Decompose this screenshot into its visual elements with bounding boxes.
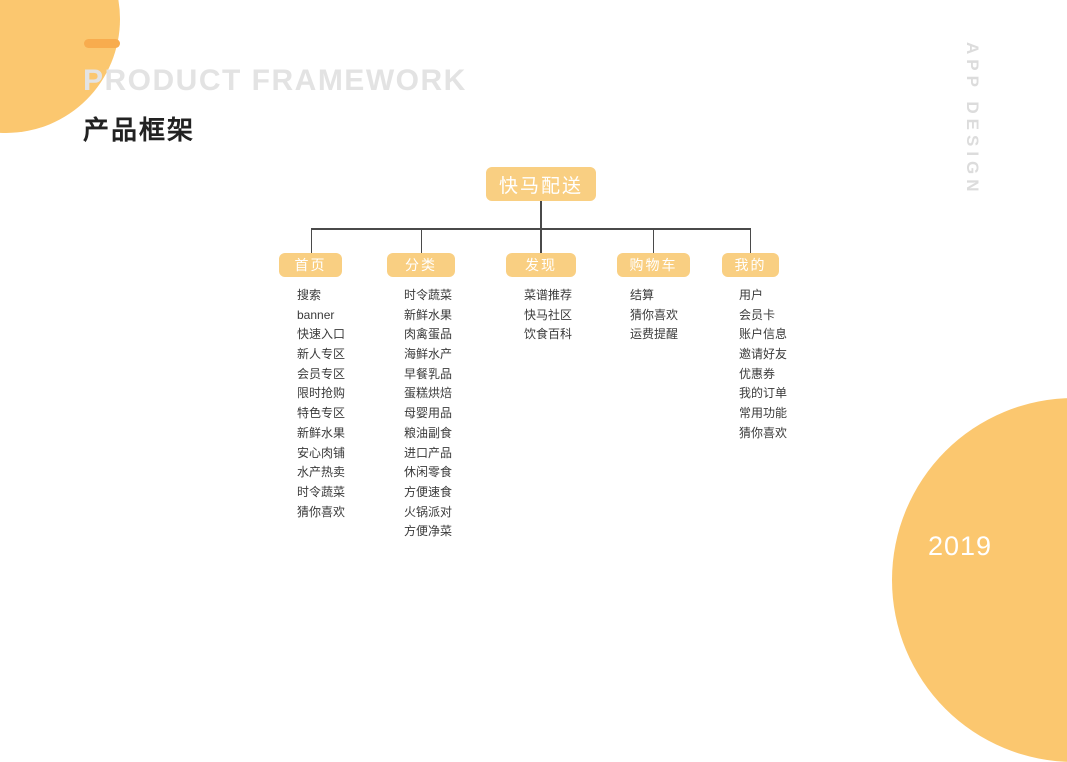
branch-node-home: 首页: [279, 253, 342, 277]
list-item: 安心肉铺: [297, 445, 346, 460]
list-item: 海鲜水产: [404, 347, 453, 362]
list-item: 限时抢购: [297, 386, 346, 401]
list-item: 休闲零食: [404, 465, 453, 480]
list-item: 猜你喜欢: [297, 504, 346, 519]
page-title-en: PRODUCT FRAMEWORK: [83, 64, 467, 97]
connector-stub-mine: [749, 228, 751, 253]
list-item: 特色专区: [297, 406, 346, 421]
branch-list-mine: 用户会员卡账户信息邀请好友优惠券我的订单常用功能猜你喜欢: [739, 288, 787, 446]
list-item: 快马社区: [524, 307, 573, 322]
list-item: 新鲜水果: [404, 307, 453, 322]
page-title: 产品框架: [83, 115, 196, 145]
list-item: 结算: [630, 288, 655, 302]
branch-list-categories: 时令蔬菜新鲜水果肉禽蛋品海鲜水产早餐乳品蛋糕烘焙母婴用品粮油副食进口产品休闲零食…: [404, 288, 452, 544]
list-item: 方便净菜: [404, 524, 453, 539]
branch-node-categories: 分类: [387, 253, 455, 277]
connector-stub-categories: [420, 228, 422, 253]
list-item: 时令蔬菜: [297, 484, 346, 499]
list-item: 快速入口: [297, 327, 346, 342]
list-item: 新人专区: [297, 347, 346, 362]
branch-list-cart: 结算猜你喜欢运费提醒: [630, 288, 678, 347]
list-item: 肉禽蛋品: [404, 327, 453, 342]
list-item: 粮油副食: [404, 425, 453, 440]
branch-node-discover: 发现: [506, 253, 576, 277]
list-item: 进口产品: [404, 445, 453, 460]
branch-node-cart: 购物车: [617, 253, 690, 277]
connector-root-stem: [540, 201, 542, 253]
connector-stub-home: [310, 228, 312, 253]
list-item: 饮食百科: [524, 327, 573, 342]
connector-horizontal: [311, 228, 751, 230]
list-item: 火锅派对: [404, 504, 453, 519]
list-item: 早餐乳品: [404, 366, 453, 381]
branch-node-mine: 我的: [722, 253, 779, 277]
accent-dash: [84, 39, 120, 48]
list-item: 蛋糕烘焙: [404, 386, 453, 401]
branch-list-home: 搜索 banner 快速入口新人专区会员专区限时抢购特色专区新鲜水果安心肉铺水产热卖…: [297, 288, 345, 524]
list-item: 优惠券: [739, 366, 776, 381]
list-item: 会员专区: [297, 366, 346, 381]
year-label: 2019: [928, 531, 993, 561]
list-item: 方便速食: [404, 484, 453, 499]
decorative-circle-bottom-right: [892, 398, 1067, 762]
root-node: 快马配送: [486, 167, 596, 201]
branch-list-discover: 菜谱推荐快马社区饮食百科: [524, 288, 572, 347]
list-item: 猜你喜欢: [630, 307, 679, 322]
side-label-app-design: APP DESIGN: [963, 42, 982, 197]
list-item: 运费提醒: [630, 327, 679, 342]
list-item: 搜索: [297, 288, 322, 302]
list-item: 母婴用品: [404, 406, 453, 421]
list-item: 我的订单: [739, 386, 788, 401]
connector-stub-cart: [652, 228, 654, 253]
list-item: 常用功能: [739, 406, 788, 421]
list-item: 新鲜水果: [297, 425, 346, 440]
list-item: 账户信息: [739, 327, 788, 342]
list-item: 菜谱推荐: [524, 288, 573, 302]
list-item: 用户: [739, 288, 764, 302]
list-item: 时令蔬菜: [404, 288, 453, 302]
list-item: 邀请好友: [739, 347, 788, 362]
list-item: 会员卡: [739, 307, 776, 322]
list-item: 水产热卖: [297, 465, 346, 480]
list-item: banner: [297, 307, 335, 322]
list-item: 猜你喜欢: [739, 425, 788, 440]
